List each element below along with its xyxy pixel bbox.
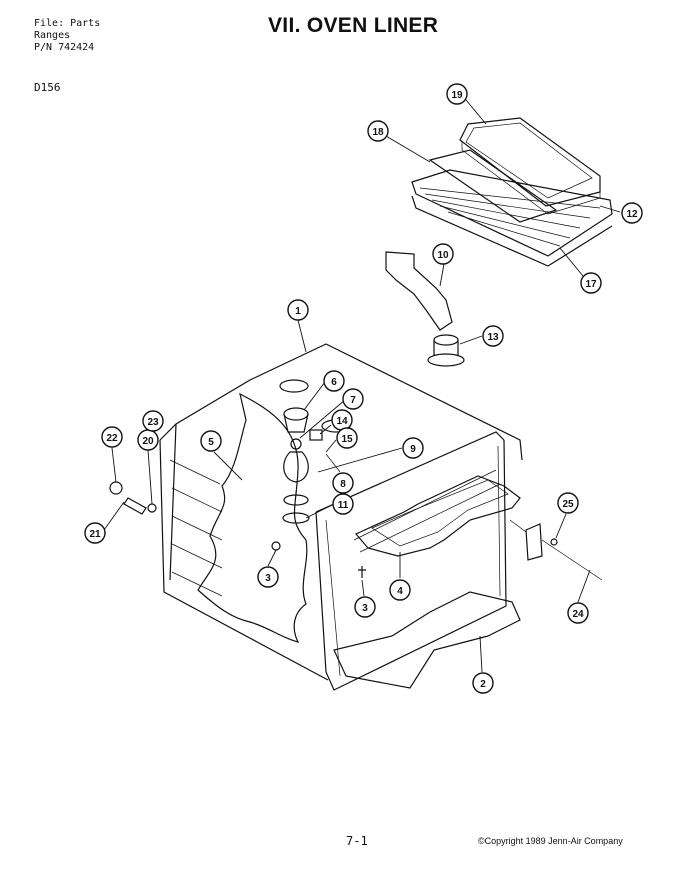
callout-18: 18 xyxy=(367,120,389,142)
page-title: VII. OVEN LINER xyxy=(268,14,439,37)
callout-17: 17 xyxy=(580,272,602,294)
callout-3-left: 3 xyxy=(257,566,279,588)
leader-lines xyxy=(103,99,621,673)
oven-lamp-assembly xyxy=(282,407,341,524)
callout-label: 2 xyxy=(480,679,486,690)
callout-5: 5 xyxy=(200,430,222,452)
callout-label: 6 xyxy=(331,377,337,388)
oven-racks xyxy=(411,169,613,267)
callout-label: 3 xyxy=(265,573,271,584)
callout-label: 21 xyxy=(89,529,101,540)
callout-label: 9 xyxy=(410,444,416,455)
callout-label: 8 xyxy=(340,479,346,490)
callout-label: 12 xyxy=(626,209,638,220)
broiler-pan xyxy=(459,117,601,215)
callout-label: 24 xyxy=(572,609,584,620)
callout-4: 4 xyxy=(389,579,411,601)
callout-12: 12 xyxy=(621,202,643,224)
file-line: File: Parts xyxy=(34,18,101,29)
oven-vent xyxy=(427,334,465,367)
callout-19: 19 xyxy=(446,83,468,105)
callout-label: 5 xyxy=(208,437,214,448)
broiler-grid xyxy=(428,149,558,223)
copyright-notice: ©Copyright 1989 Jenn-Air Company xyxy=(478,836,623,846)
callout-23: 23 xyxy=(142,410,164,432)
callout-14: 14 xyxy=(331,409,353,431)
callout-label: 10 xyxy=(437,250,449,261)
callout-label: 17 xyxy=(585,279,597,290)
page-number: 7-1 xyxy=(346,834,368,848)
callout-label: 15 xyxy=(341,434,353,445)
callout-9: 9 xyxy=(402,437,424,459)
callout-label: 20 xyxy=(142,436,154,447)
callout-6: 6 xyxy=(323,370,345,392)
sensor-parts xyxy=(109,481,157,515)
callout-label: 14 xyxy=(336,416,348,427)
bracket-and-wire xyxy=(509,519,603,581)
callout-label: 11 xyxy=(338,500,349,511)
model-code: D156 xyxy=(34,81,61,94)
file-info: File: Parts Ranges P/N 742424 xyxy=(34,18,100,54)
oven-liner-body xyxy=(159,343,523,691)
callout-label: 7 xyxy=(350,395,356,406)
callout-label: 25 xyxy=(562,499,574,510)
broil-element xyxy=(355,475,521,557)
callout-20: 20 xyxy=(137,429,159,451)
callout-label: 13 xyxy=(487,332,499,343)
callout-label: 18 xyxy=(372,127,384,138)
callout-11: 11 xyxy=(332,493,354,515)
callout-8: 8 xyxy=(332,472,354,494)
callout-1: 1 xyxy=(287,299,309,321)
part-number-line: P/N 742424 xyxy=(34,42,95,53)
callout-2: 2 xyxy=(472,672,494,694)
callout-25: 25 xyxy=(557,492,579,514)
callout-label: 19 xyxy=(451,90,463,101)
callout-3-right: 3 xyxy=(354,596,376,618)
callout-label: 4 xyxy=(397,586,403,597)
callout-label: 22 xyxy=(106,433,118,444)
callout-10: 10 xyxy=(432,243,454,265)
callout-label: 3 xyxy=(362,603,368,614)
category-line: Ranges xyxy=(34,30,71,41)
bake-element xyxy=(333,591,521,689)
callout-13: 13 xyxy=(482,325,504,347)
callout-21: 21 xyxy=(84,522,106,544)
callout-15: 15 xyxy=(336,427,358,449)
vent-duct xyxy=(385,251,453,331)
callout-22: 22 xyxy=(101,426,123,448)
callout-24: 24 xyxy=(567,602,589,624)
callout-label: 1 xyxy=(295,306,301,317)
callout-7: 7 xyxy=(342,388,364,410)
callout-label: 23 xyxy=(147,417,159,428)
